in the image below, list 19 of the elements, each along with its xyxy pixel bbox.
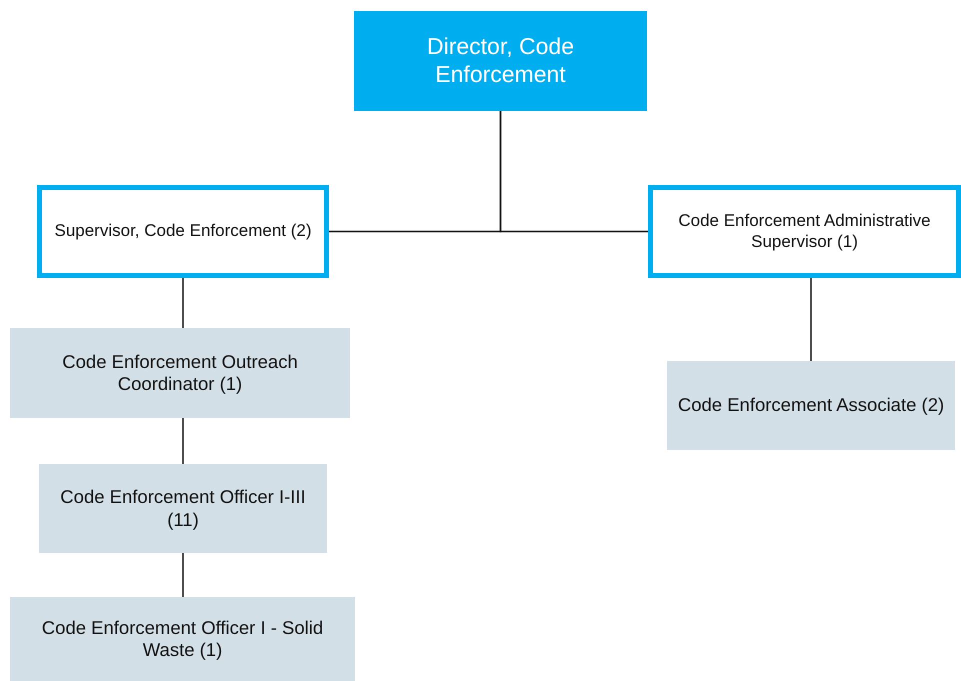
position-box [10,328,350,418]
position-box [39,464,327,553]
position-box [667,361,955,450]
supervisor-box [648,185,961,278]
position-title: Code Enforcement Officer I - Solid Waste (1) [40,616,324,662]
position-title: Supervisor, Code Enforcement (2) [54,221,312,242]
supervisor-box [37,185,329,278]
position-title: Code Enforcement Officer I-III (11) [59,486,307,531]
position-title: Director, Code Enforcement [426,33,575,89]
connector-line [500,111,648,232]
position-box [10,597,355,681]
connector-line [810,278,812,361]
director-box [354,11,647,111]
position-title: Code Enforcement Outreach Coordinator (1) [61,350,299,396]
position-title: Code Enforcement Administrative Supervisor (1) [677,211,932,252]
connector-line [182,553,184,597]
position-title: Code Enforcement Associate (2) [678,394,944,417]
connector-line [182,278,184,328]
connector-line [182,418,184,464]
